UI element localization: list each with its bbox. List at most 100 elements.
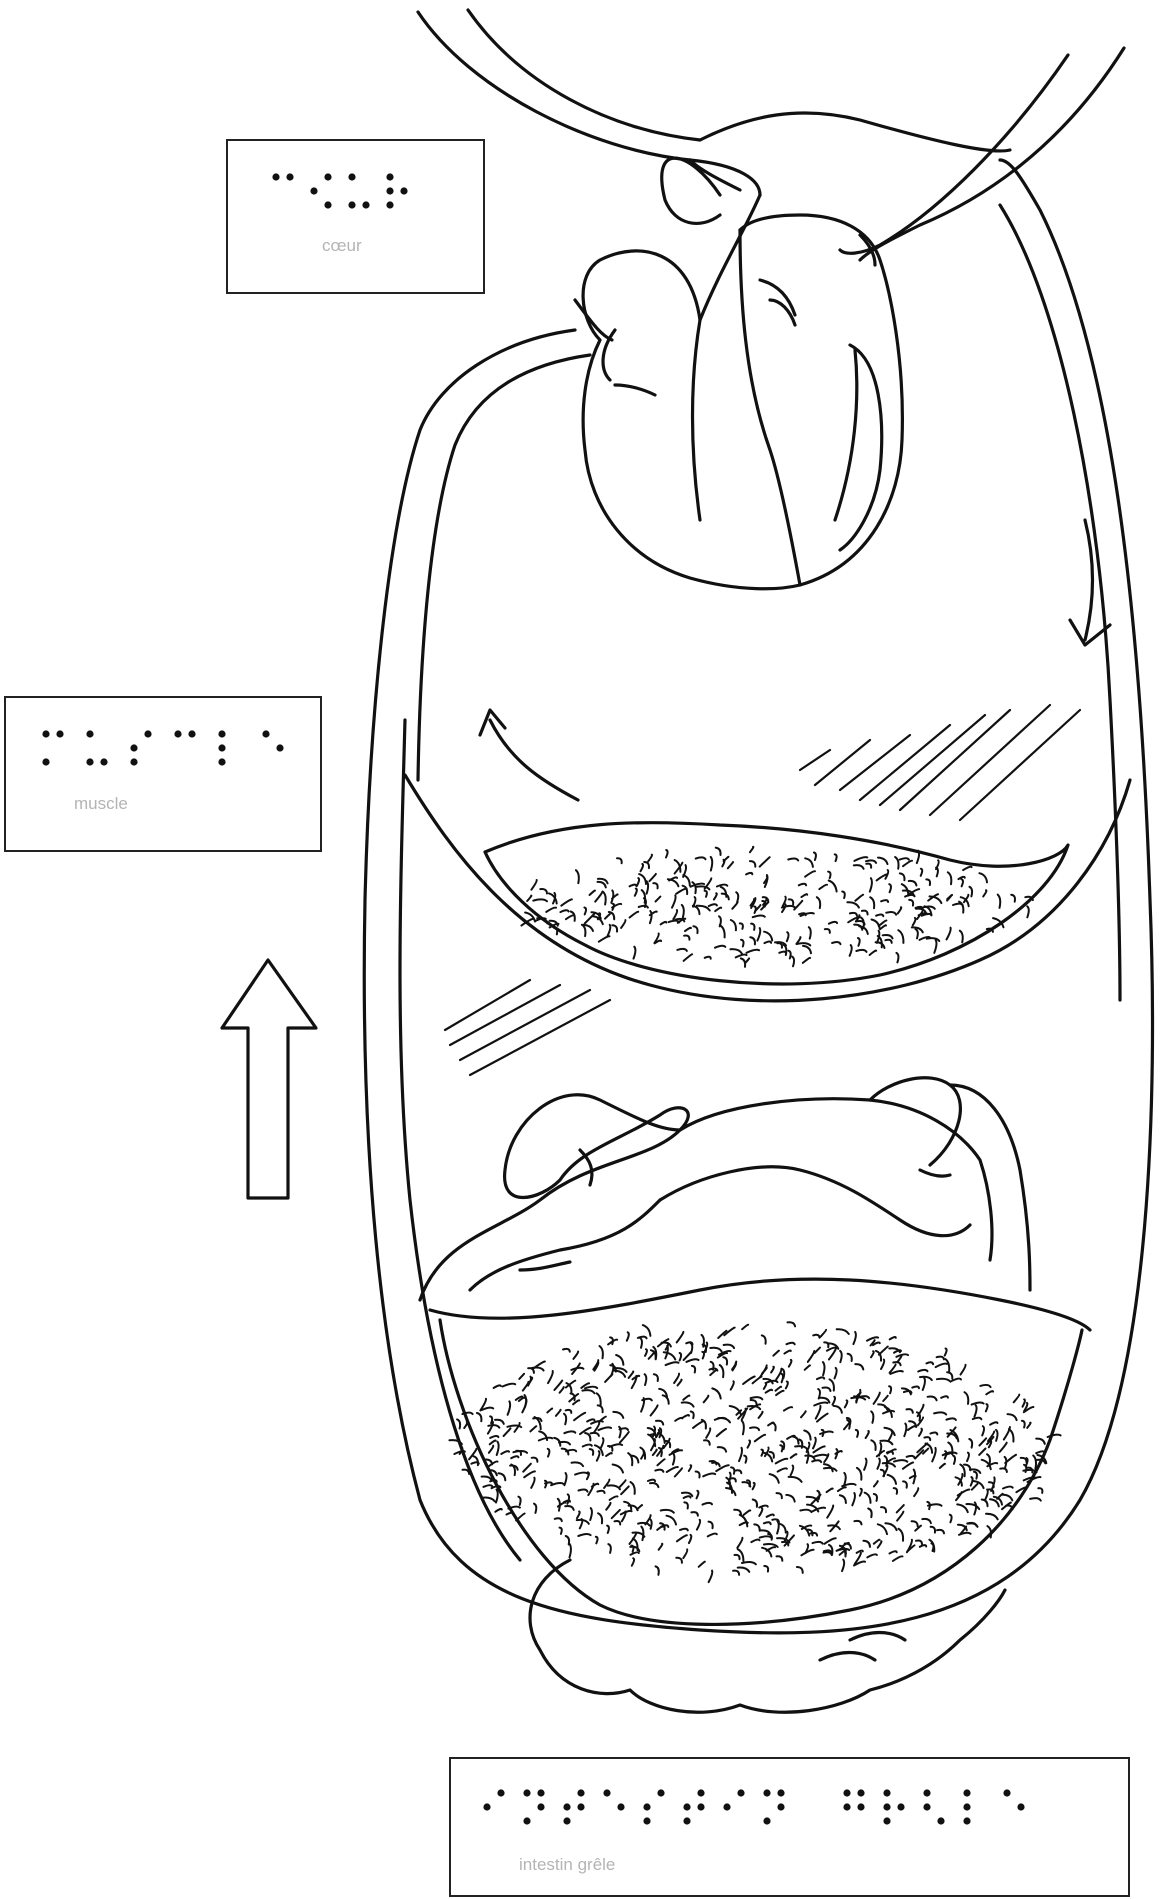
texture-stroke <box>747 950 760 953</box>
texture-stroke <box>566 915 574 919</box>
texture-stroke <box>986 1391 993 1394</box>
texture-stroke <box>554 1438 560 1446</box>
texture-stroke <box>612 1510 620 1518</box>
braille-dot <box>42 758 49 765</box>
texture-stroke <box>548 1449 550 1457</box>
texture-stroke <box>854 857 867 861</box>
texture-stroke <box>788 1322 796 1326</box>
texture-stroke <box>585 914 595 924</box>
texture-stroke <box>496 1490 498 1503</box>
texture-stroke <box>560 910 568 912</box>
texture-stroke <box>784 1351 790 1354</box>
texture-stroke <box>610 1496 618 1500</box>
texture-stroke <box>744 1456 746 1463</box>
texture-stroke <box>553 893 555 904</box>
texture-stroke <box>669 921 680 923</box>
texture-stroke <box>900 858 909 860</box>
texture-stroke <box>834 1406 842 1413</box>
texture-stroke <box>728 862 733 868</box>
texture-stroke <box>760 1536 772 1538</box>
texture-stroke <box>666 850 668 858</box>
texture-stroke <box>764 1544 778 1547</box>
texture-stroke <box>967 1453 969 1461</box>
braille-dot <box>723 1803 730 1810</box>
braille-dot <box>697 1803 704 1810</box>
texture-stroke <box>621 1486 629 1494</box>
texture-stroke <box>735 1470 742 1473</box>
braille-dot <box>537 1789 544 1796</box>
texture-stroke <box>650 1519 652 1529</box>
texture-stroke <box>640 1338 642 1348</box>
texture-stroke <box>883 935 893 938</box>
texture-stroke <box>791 1454 797 1458</box>
texture-stroke <box>611 890 613 902</box>
texture-stroke <box>709 904 717 906</box>
texture-stroke <box>860 1489 862 1496</box>
texture-stroke <box>874 1393 880 1404</box>
texture-stroke <box>530 1426 536 1431</box>
texture-stroke <box>820 1330 826 1337</box>
texture-stroke <box>815 1348 820 1353</box>
texture-stroke <box>733 1571 739 1575</box>
texture-stroke <box>734 1510 741 1515</box>
texture-stroke <box>548 1371 553 1383</box>
texture-stroke <box>616 1355 623 1365</box>
braille-dot <box>883 1789 890 1796</box>
braille-dot <box>1003 1789 1010 1796</box>
texture-stroke <box>654 1374 658 1381</box>
texture-stroke <box>736 892 738 902</box>
texture-stroke <box>852 1493 855 1505</box>
texture-stroke <box>985 1490 988 1500</box>
texture-stroke <box>941 1396 948 1398</box>
texture-stroke <box>590 890 595 895</box>
texture-stroke <box>863 1541 870 1547</box>
texture-stroke <box>666 1362 679 1365</box>
texture-stroke <box>677 1535 687 1541</box>
braille-dot <box>324 201 331 208</box>
texture-stroke <box>692 1366 695 1373</box>
texture-stroke <box>573 1352 578 1359</box>
texture-stroke <box>874 1540 880 1544</box>
braille-dot <box>603 1789 610 1796</box>
texture-stroke <box>842 892 845 899</box>
texture-stroke <box>564 1500 570 1502</box>
texture-stroke <box>1004 1427 1010 1440</box>
texture-stroke <box>598 1513 602 1523</box>
braille-dot <box>883 1817 890 1824</box>
texture-stroke <box>937 1357 944 1360</box>
texture-stroke <box>572 1462 584 1466</box>
texture-stroke <box>569 1544 571 1558</box>
braille-dot <box>763 1789 770 1796</box>
texture-stroke <box>885 1456 887 1466</box>
texture-stroke <box>773 1351 779 1356</box>
texture-stroke <box>866 1431 869 1438</box>
texture-stroke <box>740 923 743 929</box>
texture-stroke <box>608 1544 611 1553</box>
texture-stroke <box>854 1521 861 1525</box>
texture-stroke <box>603 892 606 905</box>
texture-stroke <box>739 1448 742 1461</box>
texture-stroke <box>881 1507 886 1512</box>
texture-stroke <box>907 1456 915 1458</box>
texture-stroke <box>804 1431 810 1440</box>
texture-stroke <box>871 1351 874 1357</box>
texture-stroke <box>620 1480 626 1487</box>
texture-stroke <box>748 1441 751 1448</box>
texture-stroke <box>511 1456 518 1458</box>
texture-stroke <box>883 1396 888 1401</box>
texture-stroke <box>631 1546 633 1552</box>
texture-stroke <box>655 1470 663 1472</box>
texture-stroke <box>599 936 610 942</box>
texture-stroke <box>848 1354 852 1361</box>
texture-stroke <box>996 1430 998 1441</box>
texture-stroke <box>805 871 815 877</box>
texture-stroke <box>946 1418 956 1420</box>
texture-stroke <box>605 914 610 919</box>
texture-stroke <box>827 1506 833 1518</box>
texture-stroke <box>584 908 586 915</box>
texture-stroke <box>789 899 794 904</box>
texture-stroke <box>463 1470 470 1474</box>
texture-stroke <box>566 1450 576 1452</box>
texture-stroke <box>680 1353 682 1361</box>
texture-stroke <box>800 1510 811 1512</box>
